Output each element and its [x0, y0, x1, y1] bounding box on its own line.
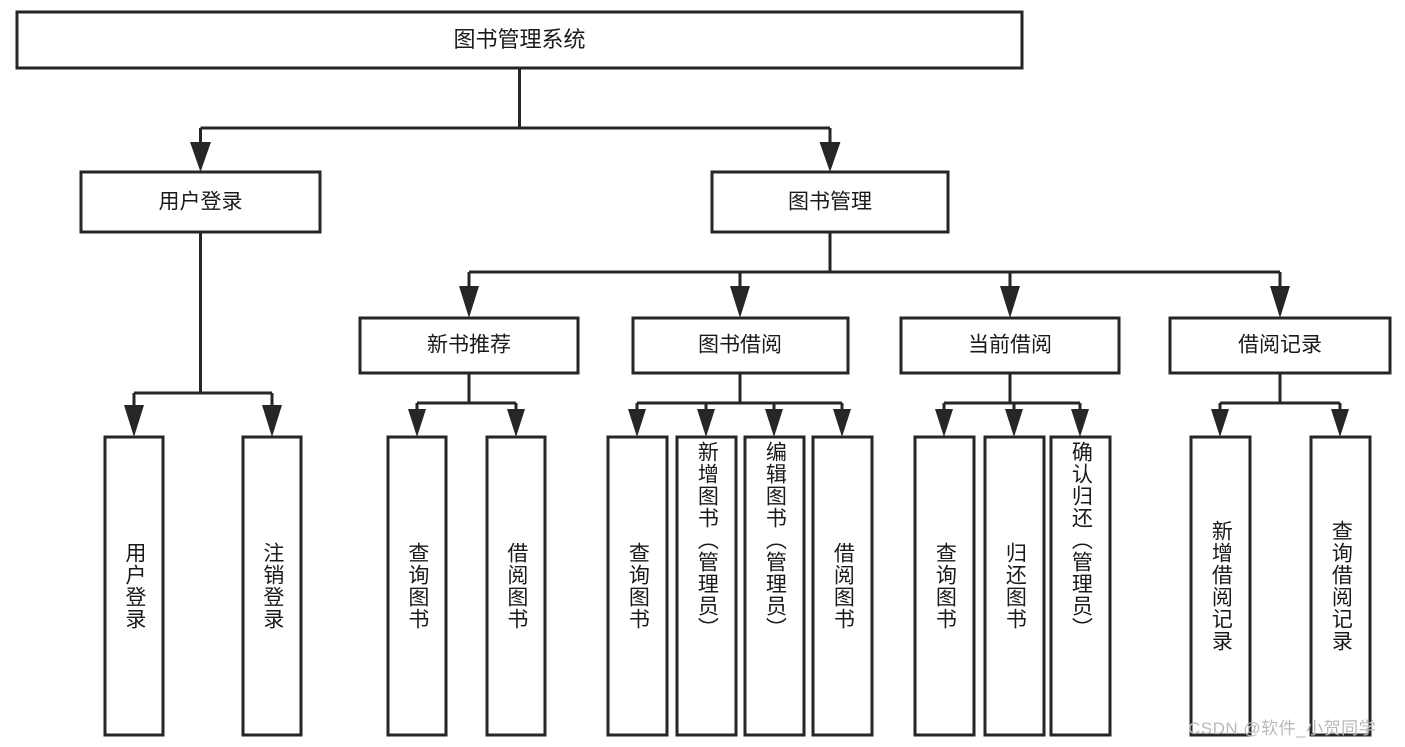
arrow-head-icon [459, 286, 479, 318]
connector-newbook-to-leaves [408, 373, 525, 437]
arrow-head-icon [765, 409, 783, 437]
arrow-head-icon [697, 409, 715, 437]
node-borrow-record-box[interactable] [1168, 316, 1392, 375]
arrow-head-icon [1270, 286, 1290, 318]
connector-root-to-level2 [190, 68, 841, 172]
node-book-manage-box[interactable] [710, 170, 950, 234]
arrow-head-icon [190, 142, 211, 172]
leaf-add-book-admin-box[interactable] [675, 435, 738, 737]
arrow-head-icon [124, 405, 144, 437]
node-user-login[interactable]: 用户登录 [79, 170, 322, 234]
arrow-head-icon [507, 409, 525, 437]
node-new-book-recommend-box[interactable] [358, 316, 580, 375]
leaf-query-book-current-box[interactable] [913, 435, 976, 737]
leaf-return-book-box[interactable] [983, 435, 1046, 737]
leaf-borrow-book-rec-box[interactable] [485, 435, 547, 737]
leaf-add-borrow-record-box[interactable] [1189, 435, 1252, 737]
arrow-head-icon [628, 409, 646, 437]
node-root-box[interactable] [15, 10, 1024, 70]
leaf-boxes [103, 435, 1372, 737]
leaf-borrow-book-box[interactable] [811, 435, 874, 737]
node-root-label: 图书管理系统 [453, 27, 585, 52]
node-book-borrow-label: 图书借阅 [698, 334, 782, 357]
connector-bookmanage-to-level3 [459, 232, 1290, 318]
leaf-logout-login-box[interactable] [241, 435, 303, 737]
arrow-head-icon [1000, 286, 1020, 318]
arrow-head-icon [408, 409, 426, 437]
leaf-confirm-return-admin-box[interactable] [1049, 435, 1112, 737]
connector-currentborrow-to-leaves [935, 373, 1089, 437]
connector-userlogin-to-leaves [124, 232, 282, 437]
node-book-borrow-box[interactable] [631, 316, 850, 375]
node-user-login-box[interactable] [79, 170, 322, 234]
leaf-query-book-rec-box[interactable] [386, 435, 448, 737]
arrow-head-icon [1211, 409, 1229, 437]
leaf-query-book-borrow-box[interactable] [606, 435, 669, 737]
node-borrow-record-label: 借阅记录 [1238, 334, 1322, 357]
arrow-head-icon [833, 409, 851, 437]
arrow-head-icon [1331, 409, 1349, 437]
arrow-head-icon [819, 142, 841, 172]
csdn-watermark: CSDN @软件_小贺同学 [1188, 719, 1377, 738]
node-book-manage-label: 图书管理 [788, 191, 872, 214]
arrow-head-icon [935, 409, 953, 437]
node-user-login-label: 用户登录 [159, 191, 243, 214]
node-book-manage[interactable]: 图书管理 [710, 170, 950, 234]
node-current-borrow-box[interactable] [899, 316, 1121, 375]
node-root[interactable]: 图书管理系统 [15, 10, 1024, 70]
leaf-user-login-box[interactable] [103, 435, 165, 737]
node-new-book-recommend[interactable]: 新书推荐 [358, 316, 580, 375]
arrow-head-icon [1005, 409, 1023, 437]
node-book-borrow[interactable]: 图书借阅 [631, 316, 850, 375]
arrow-head-icon [262, 405, 282, 437]
arrow-head-icon [730, 286, 750, 318]
connector-borrowrecord-to-leaves [1211, 373, 1349, 437]
node-current-borrow[interactable]: 当前借阅 [899, 316, 1121, 375]
node-new-book-recommend-label: 新书推荐 [427, 334, 511, 357]
leaf-query-borrow-record-box[interactable] [1309, 435, 1372, 737]
node-borrow-record[interactable]: 借阅记录 [1168, 316, 1392, 375]
connector-bookborrow-to-leaves [628, 373, 851, 437]
leaf-edit-book-admin-box[interactable] [743, 435, 806, 737]
arrow-head-icon [1071, 409, 1089, 437]
node-current-borrow-label: 当前借阅 [968, 334, 1052, 357]
